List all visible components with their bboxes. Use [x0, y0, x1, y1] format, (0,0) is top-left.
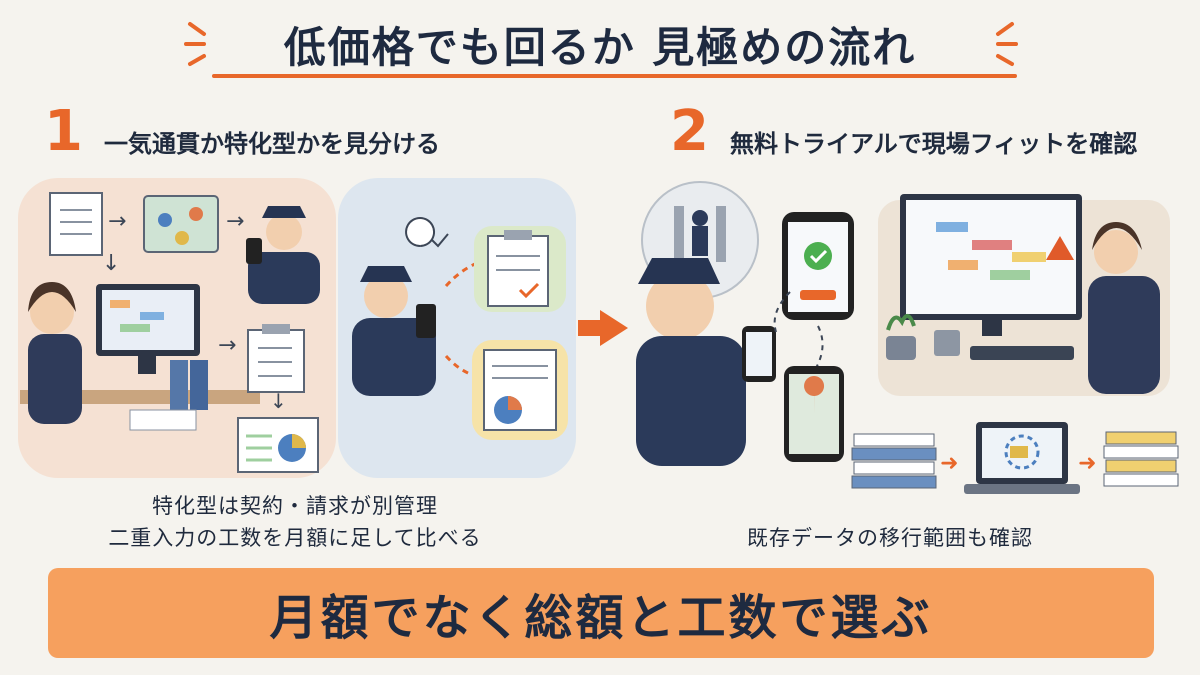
laptop-transfer-icon [964, 422, 1080, 494]
dashed-arrow-down [444, 354, 487, 380]
contract-doc-icon [474, 226, 566, 312]
spark-right-icon [996, 22, 1018, 66]
report-chart-icon [237, 417, 319, 473]
office-worker-icon [20, 282, 260, 431]
step-2-number: 2 [670, 99, 709, 164]
phone-check-icon [782, 212, 854, 320]
guard-patrol-icon [636, 181, 776, 466]
guard-with-phone-icon [246, 206, 320, 304]
svg-text:↓: ↓ [102, 251, 120, 276]
svg-text:➜: ➜ [1078, 451, 1096, 476]
step-1-label: 一気通貫か特化型かを見分ける [104, 130, 440, 158]
map-icon [143, 195, 219, 253]
conclusion-banner: 月額でなく総額と工数で選ぶ [48, 568, 1154, 658]
svg-text:→: → [218, 333, 236, 358]
conclusion-text: 月額でなく総額と工数で選ぶ [269, 590, 933, 646]
title-underline [212, 74, 1017, 78]
checklist-icon [247, 324, 305, 393]
svg-text:→: → [108, 209, 126, 234]
step-1-caption-line-1: 特化型は契約・請求が別管理 [152, 494, 438, 518]
page-title: 低価格でも回るか 見極めの流れ [283, 23, 917, 72]
svg-text:➜: ➜ [940, 451, 958, 476]
svg-text:↓: ↓ [270, 389, 287, 413]
step-1-caption-line-2: 二重入力の工数を月額に足して比べる [108, 526, 482, 550]
folder-stack-icon [1103, 431, 1179, 487]
step-2-label: 無料トライアルで現場フィットを確認 [730, 130, 1138, 158]
step-1-number: 1 [44, 99, 83, 164]
spark-left-icon [184, 22, 206, 66]
document-icon [49, 192, 103, 256]
paper-stack-icon [851, 433, 937, 489]
svg-text:→: → [226, 209, 244, 234]
step-2-caption: 既存データの移行範囲も確認 [747, 526, 1033, 550]
guard-thinking-icon [352, 217, 449, 396]
flow-arrow-icon [578, 310, 628, 346]
invoice-doc-icon [472, 340, 568, 440]
phone-map-icon [784, 366, 844, 462]
monitor-schedule-icon [878, 194, 1170, 396]
